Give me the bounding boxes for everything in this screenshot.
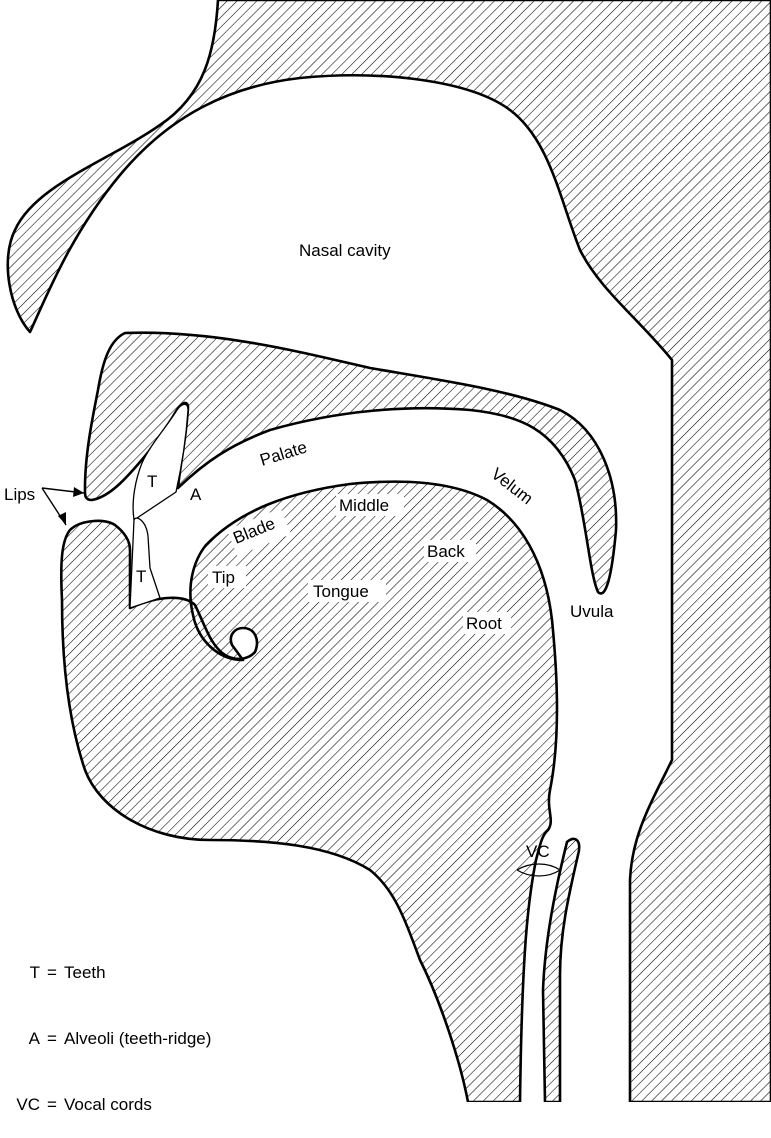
label-nasal-cavity: Nasal cavity [299,241,391,260]
label-teeth-upper: T [147,472,157,491]
larynx-region [543,839,579,1102]
legend-text: Alveoli (teeth-ridge) [64,1028,211,1050]
legend-equals: = [40,962,64,984]
legend-equals: = [40,1028,64,1050]
legend-text: Vocal cords [64,1094,152,1116]
label-back: Back [427,542,465,561]
legend-abbr: A [8,1028,40,1050]
legend-row: T=Teeth [8,962,211,984]
label-alveoli: A [190,485,202,504]
label-uvula: Uvula [570,602,614,621]
legend-row: VC=Vocal cords [8,1094,211,1116]
label-tip: Tip [212,568,235,587]
legend-abbr: VC [8,1094,40,1116]
legend-equals: = [40,1094,64,1116]
lower-tooth [130,518,160,608]
label-tongue: Tongue [313,582,369,601]
label-palate: Palate [258,438,310,470]
lips-arrows [42,487,84,525]
label-lips: Lips [4,485,35,504]
label-root: Root [466,614,502,633]
legend-text: Teeth [64,962,106,984]
label-vocal-cords: VC [526,842,550,861]
legend-abbr: T [8,962,40,984]
legend: T=Teeth A=Alveoli (teeth-ridge) VC=Vocal… [8,918,211,1138]
label-teeth-lower: T [136,567,146,586]
label-middle: Middle [339,496,389,515]
label-velum: Velum [488,464,537,508]
legend-row: A=Alveoli (teeth-ridge) [8,1028,211,1050]
